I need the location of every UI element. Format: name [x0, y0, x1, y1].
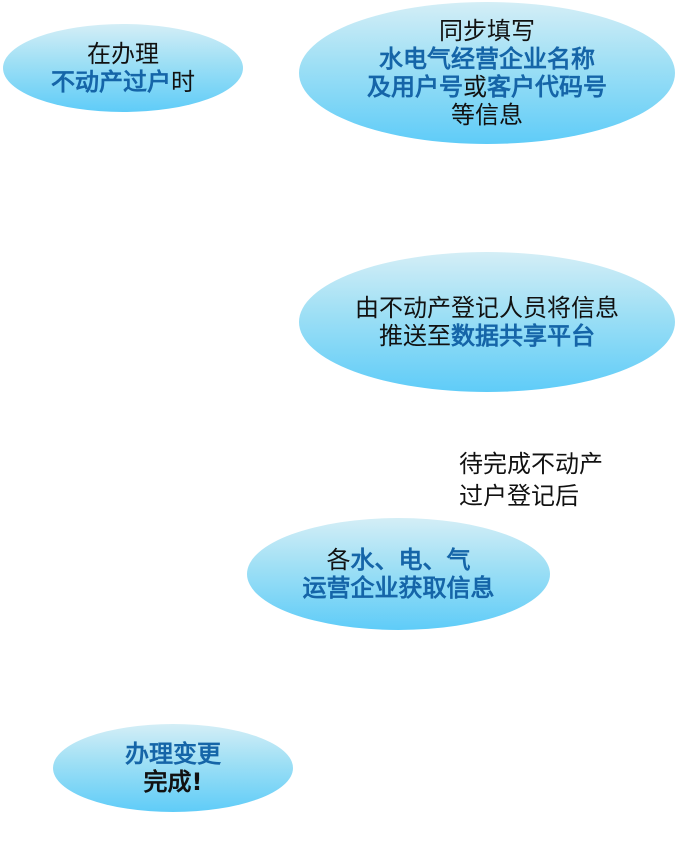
- step-fill-info-company-name: 水电气经营企业名称: [379, 45, 595, 73]
- step-utilities-action: 运营企业获取信息: [302, 574, 495, 602]
- step-done-text: 完成!: [143, 768, 203, 796]
- step-push-bubble: 由不动产登记人员将信息 推送至数据共享平台: [299, 252, 675, 392]
- step-start-text: 在办理: [87, 40, 159, 68]
- step-start-bubble: 在办理 不动产过户时: [3, 24, 243, 112]
- step-done-bubble: 办理变更 完成!: [53, 724, 293, 812]
- step-utilities-line2: 运营企业获取信息: [303, 574, 495, 602]
- step-fill-info-or: 或: [463, 73, 487, 101]
- step-fill-info-line1: 同步填写: [439, 17, 535, 45]
- step-done-line2: 完成!: [144, 768, 203, 796]
- step-fill-info-text1: 同步填写: [439, 17, 535, 45]
- step-push-prefix: 推送至: [379, 322, 451, 350]
- step-start-highlight: 不动产过户: [51, 68, 171, 96]
- step-start-line1: 在办理: [87, 40, 159, 68]
- step-start-line2: 不动产过户时: [51, 68, 195, 96]
- step-push-line2: 推送至数据共享平台: [379, 322, 595, 350]
- step-push-line1: 由不动产登记人员将信息: [355, 294, 619, 322]
- step-utilities-prefix: 各: [326, 546, 351, 574]
- step-utilities-line1: 各水、电、气: [327, 546, 471, 574]
- condition-note: 待完成不动产 过户登记后: [459, 448, 603, 512]
- condition-note-line2: 过户登记后: [459, 482, 579, 510]
- step-done-line1: 办理变更: [125, 740, 221, 768]
- step-push-platform: 数据共享平台: [451, 322, 595, 350]
- step-utilities-types: 水、电、气: [350, 546, 471, 574]
- step-fill-info-bubble: 同步填写 水电气经营企业名称 及用户号或客户代码号 等信息: [299, 2, 675, 144]
- step-fill-info-user-number: 及用户号: [367, 73, 463, 101]
- step-start-suffix: 时: [171, 68, 195, 96]
- step-done-highlight: 办理变更: [125, 740, 221, 768]
- step-fill-info-text4: 等信息: [451, 101, 523, 129]
- step-fill-info-line2: 水电气经营企业名称: [379, 45, 595, 73]
- step-utilities-bubble: 各水、电、气 运营企业获取信息: [247, 518, 550, 630]
- step-fill-info-line3: 及用户号或客户代码号: [367, 73, 607, 101]
- step-push-text1: 由不动产登记人员将信息: [355, 294, 619, 322]
- step-fill-info-customer-code: 客户代码号: [487, 73, 607, 101]
- step-fill-info-line4: 等信息: [451, 101, 523, 129]
- condition-note-line1: 待完成不动产: [459, 450, 603, 478]
